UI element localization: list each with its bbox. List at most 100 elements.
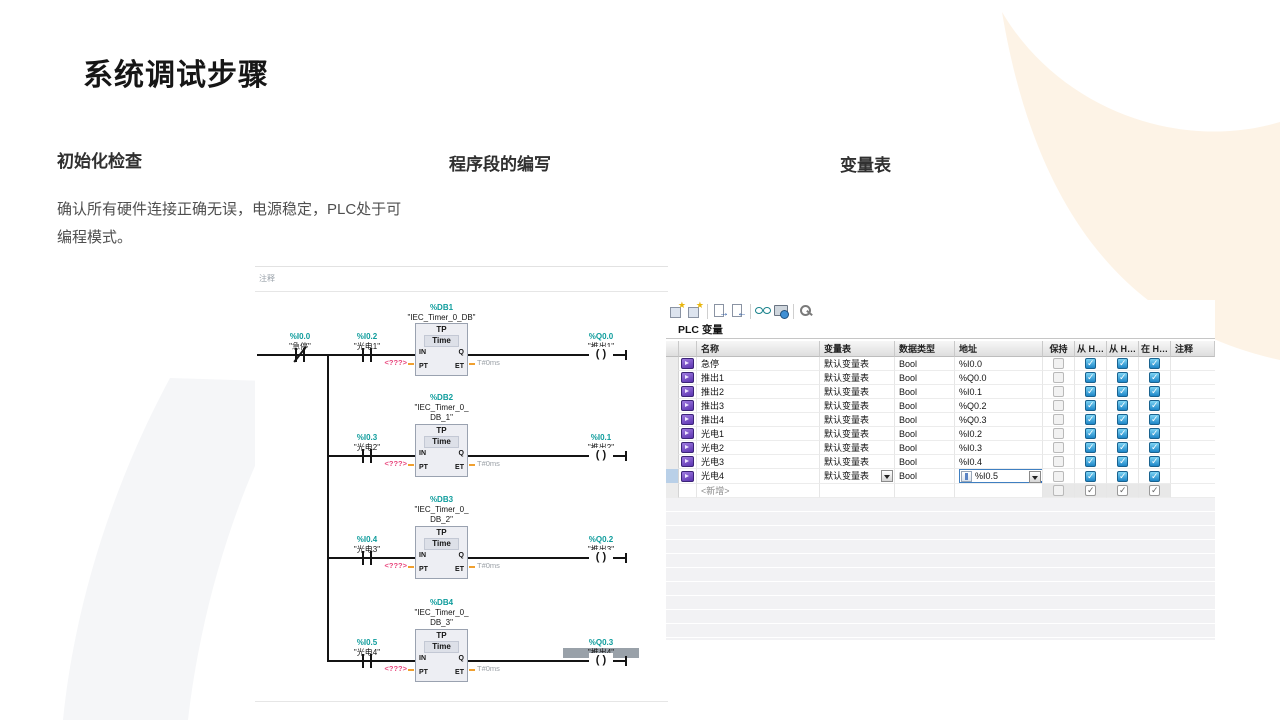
retain-checkbox[interactable]	[1053, 485, 1064, 496]
tag-name: 光电2	[697, 441, 820, 455]
coil-label: %Q0.2"推出3"	[588, 535, 614, 554]
hmi-checkbox[interactable]	[1085, 372, 1096, 383]
hmi-checkbox[interactable]	[1117, 358, 1128, 369]
retain-checkbox[interactable]	[1053, 400, 1064, 411]
hmi-checkbox[interactable]	[1149, 456, 1160, 467]
hmi-checkbox[interactable]	[1085, 386, 1096, 397]
hmi-checkbox[interactable]	[1149, 428, 1160, 439]
add-row-icon[interactable]: ★	[687, 300, 704, 319]
tag-type: Bool	[895, 385, 955, 399]
output-coil[interactable]: ( )	[589, 347, 613, 363]
hmi-checkbox[interactable]	[1117, 372, 1128, 383]
tag-row[interactable]: 光电1 默认变量表 Bool %I0.2	[666, 427, 1215, 441]
hmi-checkbox[interactable]	[1149, 470, 1160, 482]
hmi-checkbox[interactable]	[1149, 386, 1160, 397]
address-tag-icon[interactable]	[961, 470, 972, 482]
tag-row[interactable]: 光电2 默认变量表 Bool %I0.3	[666, 441, 1215, 455]
hmi-checkbox[interactable]	[1117, 470, 1128, 482]
pt-missing-operand[interactable]: <???>	[384, 664, 407, 673]
tag-table-title: PLC 变量	[666, 322, 1215, 339]
no-contact-photo2[interactable]	[359, 444, 375, 468]
tag-row[interactable]: 推出2 默认变量表 Bool %I0.1	[666, 385, 1215, 399]
retain-checkbox[interactable]	[1053, 470, 1064, 482]
hmi-checkbox[interactable]	[1117, 386, 1128, 397]
no-contact-photo3[interactable]	[359, 546, 375, 570]
tag-row[interactable]: 推出1 默认变量表 Bool %Q0.0	[666, 371, 1215, 385]
tag-icon	[681, 358, 694, 369]
column-header-hmi3[interactable]: 在 H…	[1139, 341, 1171, 357]
no-contact-photo1[interactable]	[359, 343, 375, 367]
hmi-checkbox[interactable]	[1085, 485, 1096, 496]
output-coil[interactable]: ( )	[589, 448, 613, 464]
no-contact-photo4[interactable]	[359, 649, 375, 673]
add-new-tag-row[interactable]: <新增>	[666, 484, 1215, 498]
hmi-checkbox[interactable]	[1085, 400, 1096, 411]
tag-row[interactable]: 光电3 默认变量表 Bool %I0.4	[666, 455, 1215, 469]
import-icon[interactable]: ←	[730, 303, 747, 319]
column-header-datatype[interactable]: 数据类型	[895, 341, 955, 357]
pt-missing-operand[interactable]: <???>	[384, 358, 407, 367]
hmi-checkbox[interactable]	[1149, 358, 1160, 369]
tag-row-selected[interactable]: 光电4 默认变量表 Bool %I0.5	[666, 469, 1215, 484]
hmi-checkbox[interactable]	[1149, 485, 1160, 496]
column-header-address[interactable]: 地址	[955, 341, 1043, 357]
hmi-checkbox[interactable]	[1117, 428, 1128, 439]
coil-label: %I0.1"推出2"	[588, 433, 614, 452]
output-coil[interactable]: ( )	[589, 550, 613, 566]
tag-row[interactable]: 推出4 默认变量表 Bool %Q0.3	[666, 413, 1215, 427]
retain-checkbox[interactable]	[1053, 372, 1064, 383]
output-coil[interactable]: ( )	[589, 653, 613, 669]
table-dropdown-button[interactable]	[881, 470, 893, 482]
retain-checkbox[interactable]	[1053, 442, 1064, 453]
column-header-hmi2[interactable]: 从 H…	[1107, 341, 1139, 357]
hmi-checkbox[interactable]	[1117, 485, 1128, 496]
column-header-table[interactable]: 变量表	[820, 341, 895, 357]
nc-contact-estop[interactable]	[292, 343, 308, 367]
hmi-checkbox[interactable]	[1117, 414, 1128, 425]
retain-checkbox[interactable]	[1053, 414, 1064, 425]
hmi-checkbox[interactable]	[1085, 470, 1096, 482]
hmi-checkbox[interactable]	[1085, 358, 1096, 369]
tp-timer-block[interactable]: TP Time IN Q PT ET	[415, 629, 468, 682]
tag-row[interactable]: 急停 默认变量表 Bool %I0.0	[666, 357, 1215, 371]
export-icon[interactable]: →	[712, 303, 729, 319]
watch-icon[interactable]	[755, 303, 771, 319]
pt-missing-operand[interactable]: <???>	[384, 561, 407, 570]
hmi-checkbox[interactable]	[1085, 442, 1096, 453]
column-header-retain[interactable]: 保持	[1043, 341, 1075, 357]
hmi-checkbox[interactable]	[1117, 442, 1128, 453]
add-new-label[interactable]: <新增>	[697, 484, 820, 498]
tp-timer-block[interactable]: TP Time IN Q PT ET	[415, 424, 468, 477]
address-edit-value[interactable]: %I0.5	[975, 470, 999, 481]
hmi-checkbox[interactable]	[1149, 400, 1160, 411]
retain-checkbox[interactable]	[1053, 358, 1064, 369]
column-header-name[interactable]: 名称	[697, 341, 820, 357]
hmi-checkbox[interactable]	[1117, 400, 1128, 411]
column-header-hmi1[interactable]: 从 H…	[1075, 341, 1107, 357]
address-dropdown-button[interactable]	[1029, 470, 1041, 483]
retain-checkbox[interactable]	[1053, 456, 1064, 467]
insert-row-icon[interactable]: ★	[669, 300, 686, 319]
retain-checkbox[interactable]	[1053, 386, 1064, 397]
tp-timer-block[interactable]: TP Time IN Q PT ET	[415, 526, 468, 579]
hmi-checkbox[interactable]	[1085, 414, 1096, 425]
hmi-checkbox[interactable]	[1085, 456, 1096, 467]
retain-checkbox[interactable]	[1053, 428, 1064, 439]
init-check-description: 确认所有硬件连接正确无误，电源稳定，PLC处于可编程模式。	[57, 201, 402, 246]
pt-missing-operand[interactable]: <???>	[384, 459, 407, 468]
selected-row-handle[interactable]	[666, 469, 679, 484]
tag-row[interactable]: 推出3 默认变量表 Bool %Q0.2	[666, 399, 1215, 413]
hmi-checkbox[interactable]	[1149, 442, 1160, 453]
address-edit-combobox[interactable]: %I0.5	[959, 469, 1042, 483]
column-header-comment[interactable]: 注释	[1171, 341, 1215, 357]
pin-pt: PT	[419, 464, 428, 471]
hmi-checkbox[interactable]	[1117, 456, 1128, 467]
hmi-checkbox[interactable]	[1149, 372, 1160, 383]
toolbar-separator	[793, 303, 794, 319]
hmi-checkbox[interactable]	[1149, 414, 1160, 425]
key-icon[interactable]	[798, 303, 814, 319]
monitor-device-icon[interactable]	[773, 303, 789, 319]
hmi-checkbox[interactable]	[1085, 428, 1096, 439]
tp-timer-block[interactable]: TP Time IN Q PT ET	[415, 323, 468, 376]
gray-band-shape	[63, 378, 298, 720]
